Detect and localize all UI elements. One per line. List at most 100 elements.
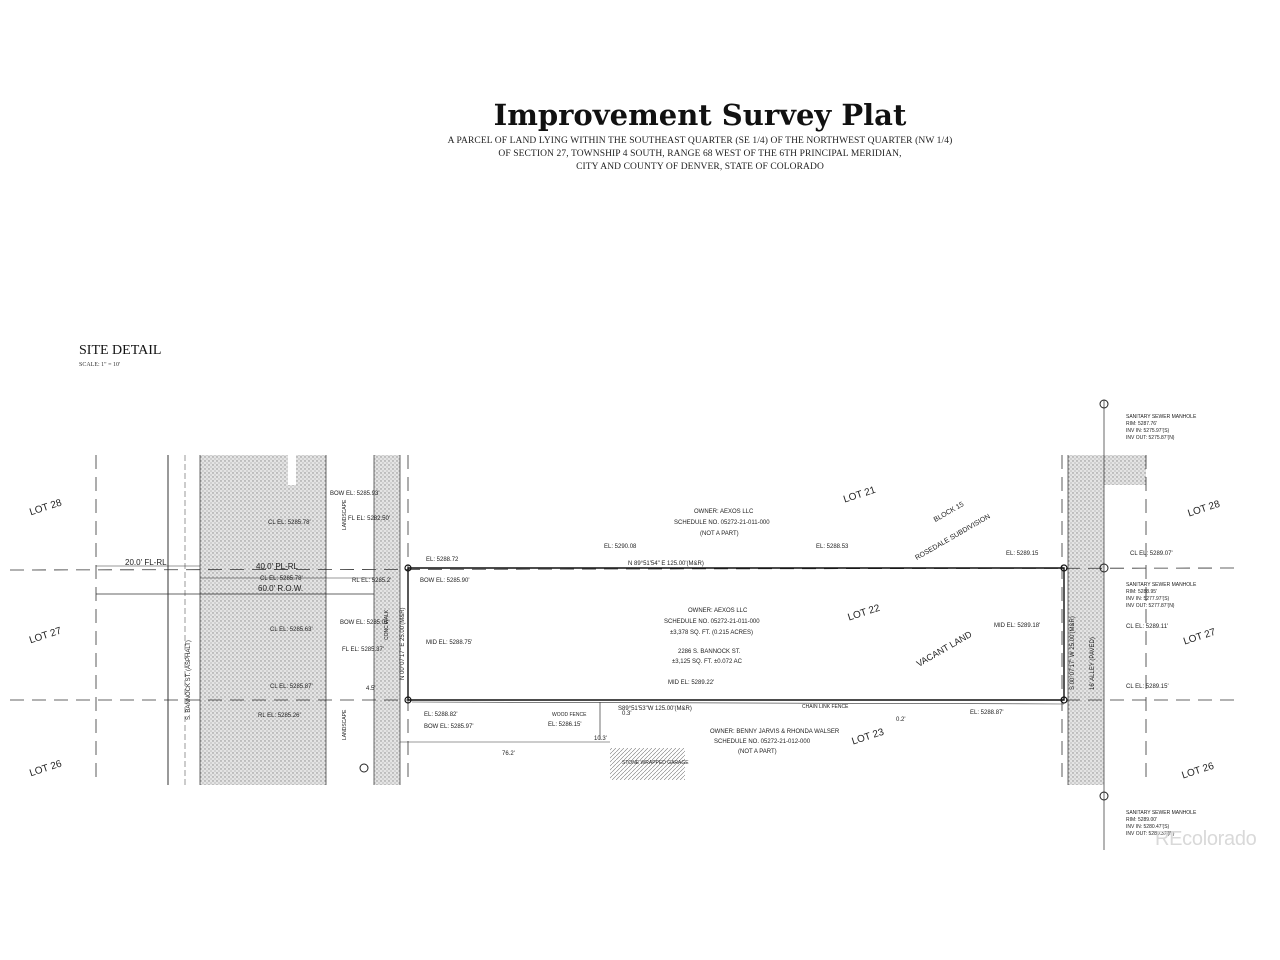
landscape-label: LANDSCAPE [342,499,348,530]
elev-label: CL EL: 5289.15' [1126,684,1169,690]
lot-23-label: LOT 23 [850,727,885,748]
south-line-bearing: S89°51'53"W 125.00'(M&R) [618,706,692,712]
alley-name-label: 16' ALLEY (PAVED) [1090,637,1096,690]
manhole-inv-out: INV OUT: 5280.37'(N) [1126,831,1175,837]
corner-monument [1060,696,1068,704]
main-address-area: ±3,125 SQ. FT. ±0.072 AC [672,659,743,665]
garage-label: STONE WRAPPED GARAGE [622,760,689,766]
elev-label: EL: 5288.72 [426,557,459,563]
block-label: BLOCK 15 [933,501,966,524]
lot-26-right-label: LOT 26 [1180,761,1215,782]
site-detail-heading: SITE DETAIL [79,343,162,358]
lot-26-left-label: LOT 26 [28,758,63,779]
manhole-rim: RIM: 5289.00' [1126,817,1157,823]
alley-pavement [1068,455,1104,785]
plat-subtitle-line-2: OF SECTION 27, TOWNSHIP 4 SOUTH, RANGE 6… [498,149,902,159]
manhole-rim: RIM: 5287.76' [1126,421,1157,427]
wood-fence-label: WOOD FENCE [552,712,587,718]
landscape-label: LANDSCAPE [342,709,348,740]
dim-03: 0.3' [622,711,632,717]
vacant-land-label: VACANT LAND [915,629,974,669]
elev-label: MID EL: 5289.18' [994,623,1040,629]
south-owner: OWNER: BENNY JARVIS & RHONDA WALSER [710,729,840,735]
main-owner: OWNER: AEXOS LLC [688,608,748,614]
main-schedule: SCHEDULE NO. 05272-21-011-000 [664,619,760,625]
sidewalk [374,455,400,785]
elev-label: FL EL: 5282.50' [348,516,390,522]
lot-21-label: LOT 21 [842,485,877,506]
elev-label: CL EL: 5289.11' [1126,624,1168,630]
corner-monument [404,564,412,572]
manhole-inv-in: INV IN: 5280.47'(S) [1126,824,1170,830]
elev-label: EL: 5288.82' [424,712,458,718]
north-owner: OWNER: AEXOS LLC [694,509,754,515]
elev-label: BOW EL: 5285.90' [420,578,470,584]
north-not-a-part: (NOT A PART) [700,531,739,537]
elev-label: EL: 5289.15 [1006,551,1039,557]
main-address: 2286 S. BANNOCK ST. [678,649,741,655]
dim-45: 4.5' [366,686,376,692]
elev-label: EL: 5286.15' [548,722,582,728]
main-area: ±3,378 SQ. FT. (0.215 ACRES) [670,630,753,636]
garage-hatch [610,748,685,780]
lot-28-left-label: LOT 28 [28,497,63,518]
dim-02: 0.2' [896,717,906,723]
manhole-inv-in: INV IN: 5275.97'(S) [1126,428,1170,434]
corner-monument [404,696,412,704]
lot-22-label: LOT 22 [846,603,881,624]
elev-label: RL EL: 5285.26' [258,713,301,719]
lot-28-right-label: LOT 28 [1186,499,1221,520]
elev-label: CL EL: 5285.78' [268,520,311,526]
elev-label: EL: 5288.87' [970,710,1004,716]
property-boundary [407,567,1065,701]
rl-dimension-label: 40.0' PL-RL [256,562,299,571]
manhole-inv-in: INV IN: 5277.97'(S) [1126,596,1170,602]
north-schedule: SCHEDULE NO. 05272-21-011-000 [674,520,770,526]
dim-762: 76.2' [502,751,515,757]
manhole-icon [1099,791,1109,801]
west-line-bearing: N 00°07'17" E 25.00'(M&R) [400,607,406,680]
elev-label: EL: 5288.53 [816,544,849,550]
elev-label: CL EL: 5289.07' [1130,551,1173,557]
plat-subtitle-line-1: A PARCEL OF LAND LYING WITHIN THE SOUTHE… [447,136,953,146]
lot-27-left-label: LOT 27 [28,625,63,646]
manhole-inv-out: INV OUT: 5275.87'(N) [1126,435,1175,441]
north-line-bearing: N 89°51'54" E 125.00'(M&R) [628,561,704,567]
conc-walk-label: CONC WALK [384,609,390,640]
watermark: REcolorado [1155,828,1257,850]
east-line-bearing: S 00°07'17" W 25.00'(M&R) [1070,616,1076,690]
corner-monument [1060,564,1068,572]
manhole-label: SANITARY SEWER MANHOLE [1126,414,1197,420]
elev-label: FL EL: 5285.37' [342,647,384,653]
elev-label: MID EL: 5289.22' [668,680,714,686]
plat-subtitle-line-3: CITY AND COUNTY OF DENVER, STATE OF COLO… [576,162,824,172]
chain-fence-label: CHAIN LINK FENCE [802,704,849,710]
elev-label: CL EL: 5285.63' [270,627,313,633]
site-detail-scale: SCALE: 1" = 10' [79,362,121,368]
street-pavement [200,455,326,785]
elev-label: BOW EL: 5285.97' [424,724,474,730]
elev-label: CL EL: 5285.78' [260,576,303,582]
manhole-label: SANITARY SEWER MANHOLE [1126,810,1197,816]
elev-label: BOW EL: 5285.01' [340,620,390,626]
lot-27-right-label: LOT 27 [1182,627,1217,648]
elev-label: BOW EL: 5285.93' [330,491,380,497]
elev-label: EL: 5290.08 [604,544,637,550]
manhole-rim: RIM: 5288.95' [1126,589,1157,595]
plat-title: Improvement Survey Plat [493,98,907,132]
south-not-a-part: (NOT A PART) [738,749,777,755]
manhole-icon [1099,563,1109,573]
elev-label: RL EL: 5285.2' [352,578,391,584]
dim-103: 10.3' [594,736,607,742]
street-name-label: S. BANNOCK ST. (ASPHALT) [186,640,192,720]
row-dimension-label: 60.0' R.O.W. [258,584,303,593]
subdivision-label: ROSEDALE SUBDIVISION [914,513,991,562]
alley-pavement-east [1104,455,1146,485]
manhole-inv-out: INV OUT: 5277.87'(N) [1126,603,1175,609]
elev-label: CL EL: 5285.87' [270,684,313,690]
fence-line [411,701,1065,705]
manhole-icon [359,763,369,773]
manhole-icon [1099,399,1109,409]
manhole-label: SANITARY SEWER MANHOLE [1126,582,1197,588]
